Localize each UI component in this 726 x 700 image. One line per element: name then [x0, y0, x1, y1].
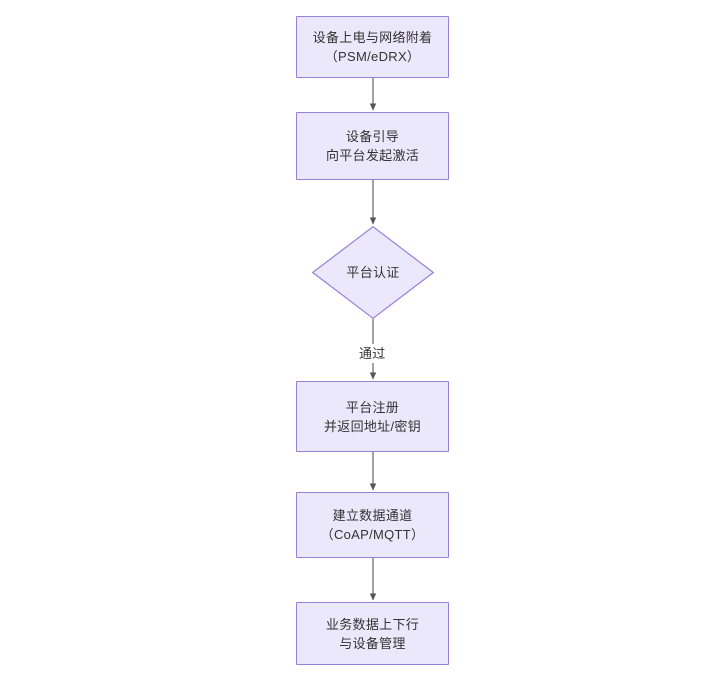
node-label: 业务数据上下行 与设备管理	[325, 616, 420, 651]
node-label: 设备引导 向平台发起激活	[325, 129, 420, 163]
node-platform-authentication[interactable]: 平台认证	[312, 226, 434, 319]
node-label: 平台注册 并返回地址/密钥	[323, 399, 421, 434]
edge-label-text: 通过	[359, 346, 386, 361]
node-establish-data-channel[interactable]: 建立数据通道 （CoAP/MQTT）	[296, 492, 449, 558]
node-device-power-on[interactable]: 设备上电与网络附着 （PSM/eDRX）	[296, 16, 449, 78]
node-platform-registration[interactable]: 平台注册 并返回地址/密钥	[296, 381, 449, 452]
edge-label-pass: 通过	[356, 344, 389, 363]
node-label: 建立数据通道 （CoAP/MQTT）	[320, 508, 425, 542]
node-business-data-and-management[interactable]: 业务数据上下行 与设备管理	[296, 602, 449, 665]
node-label: 设备上电与网络附着 （PSM/eDRX）	[312, 30, 433, 64]
node-device-bootstrap[interactable]: 设备引导 向平台发起激活	[296, 112, 449, 180]
node-label: 平台认证	[346, 265, 400, 280]
diamond-shape-icon	[312, 226, 434, 319]
